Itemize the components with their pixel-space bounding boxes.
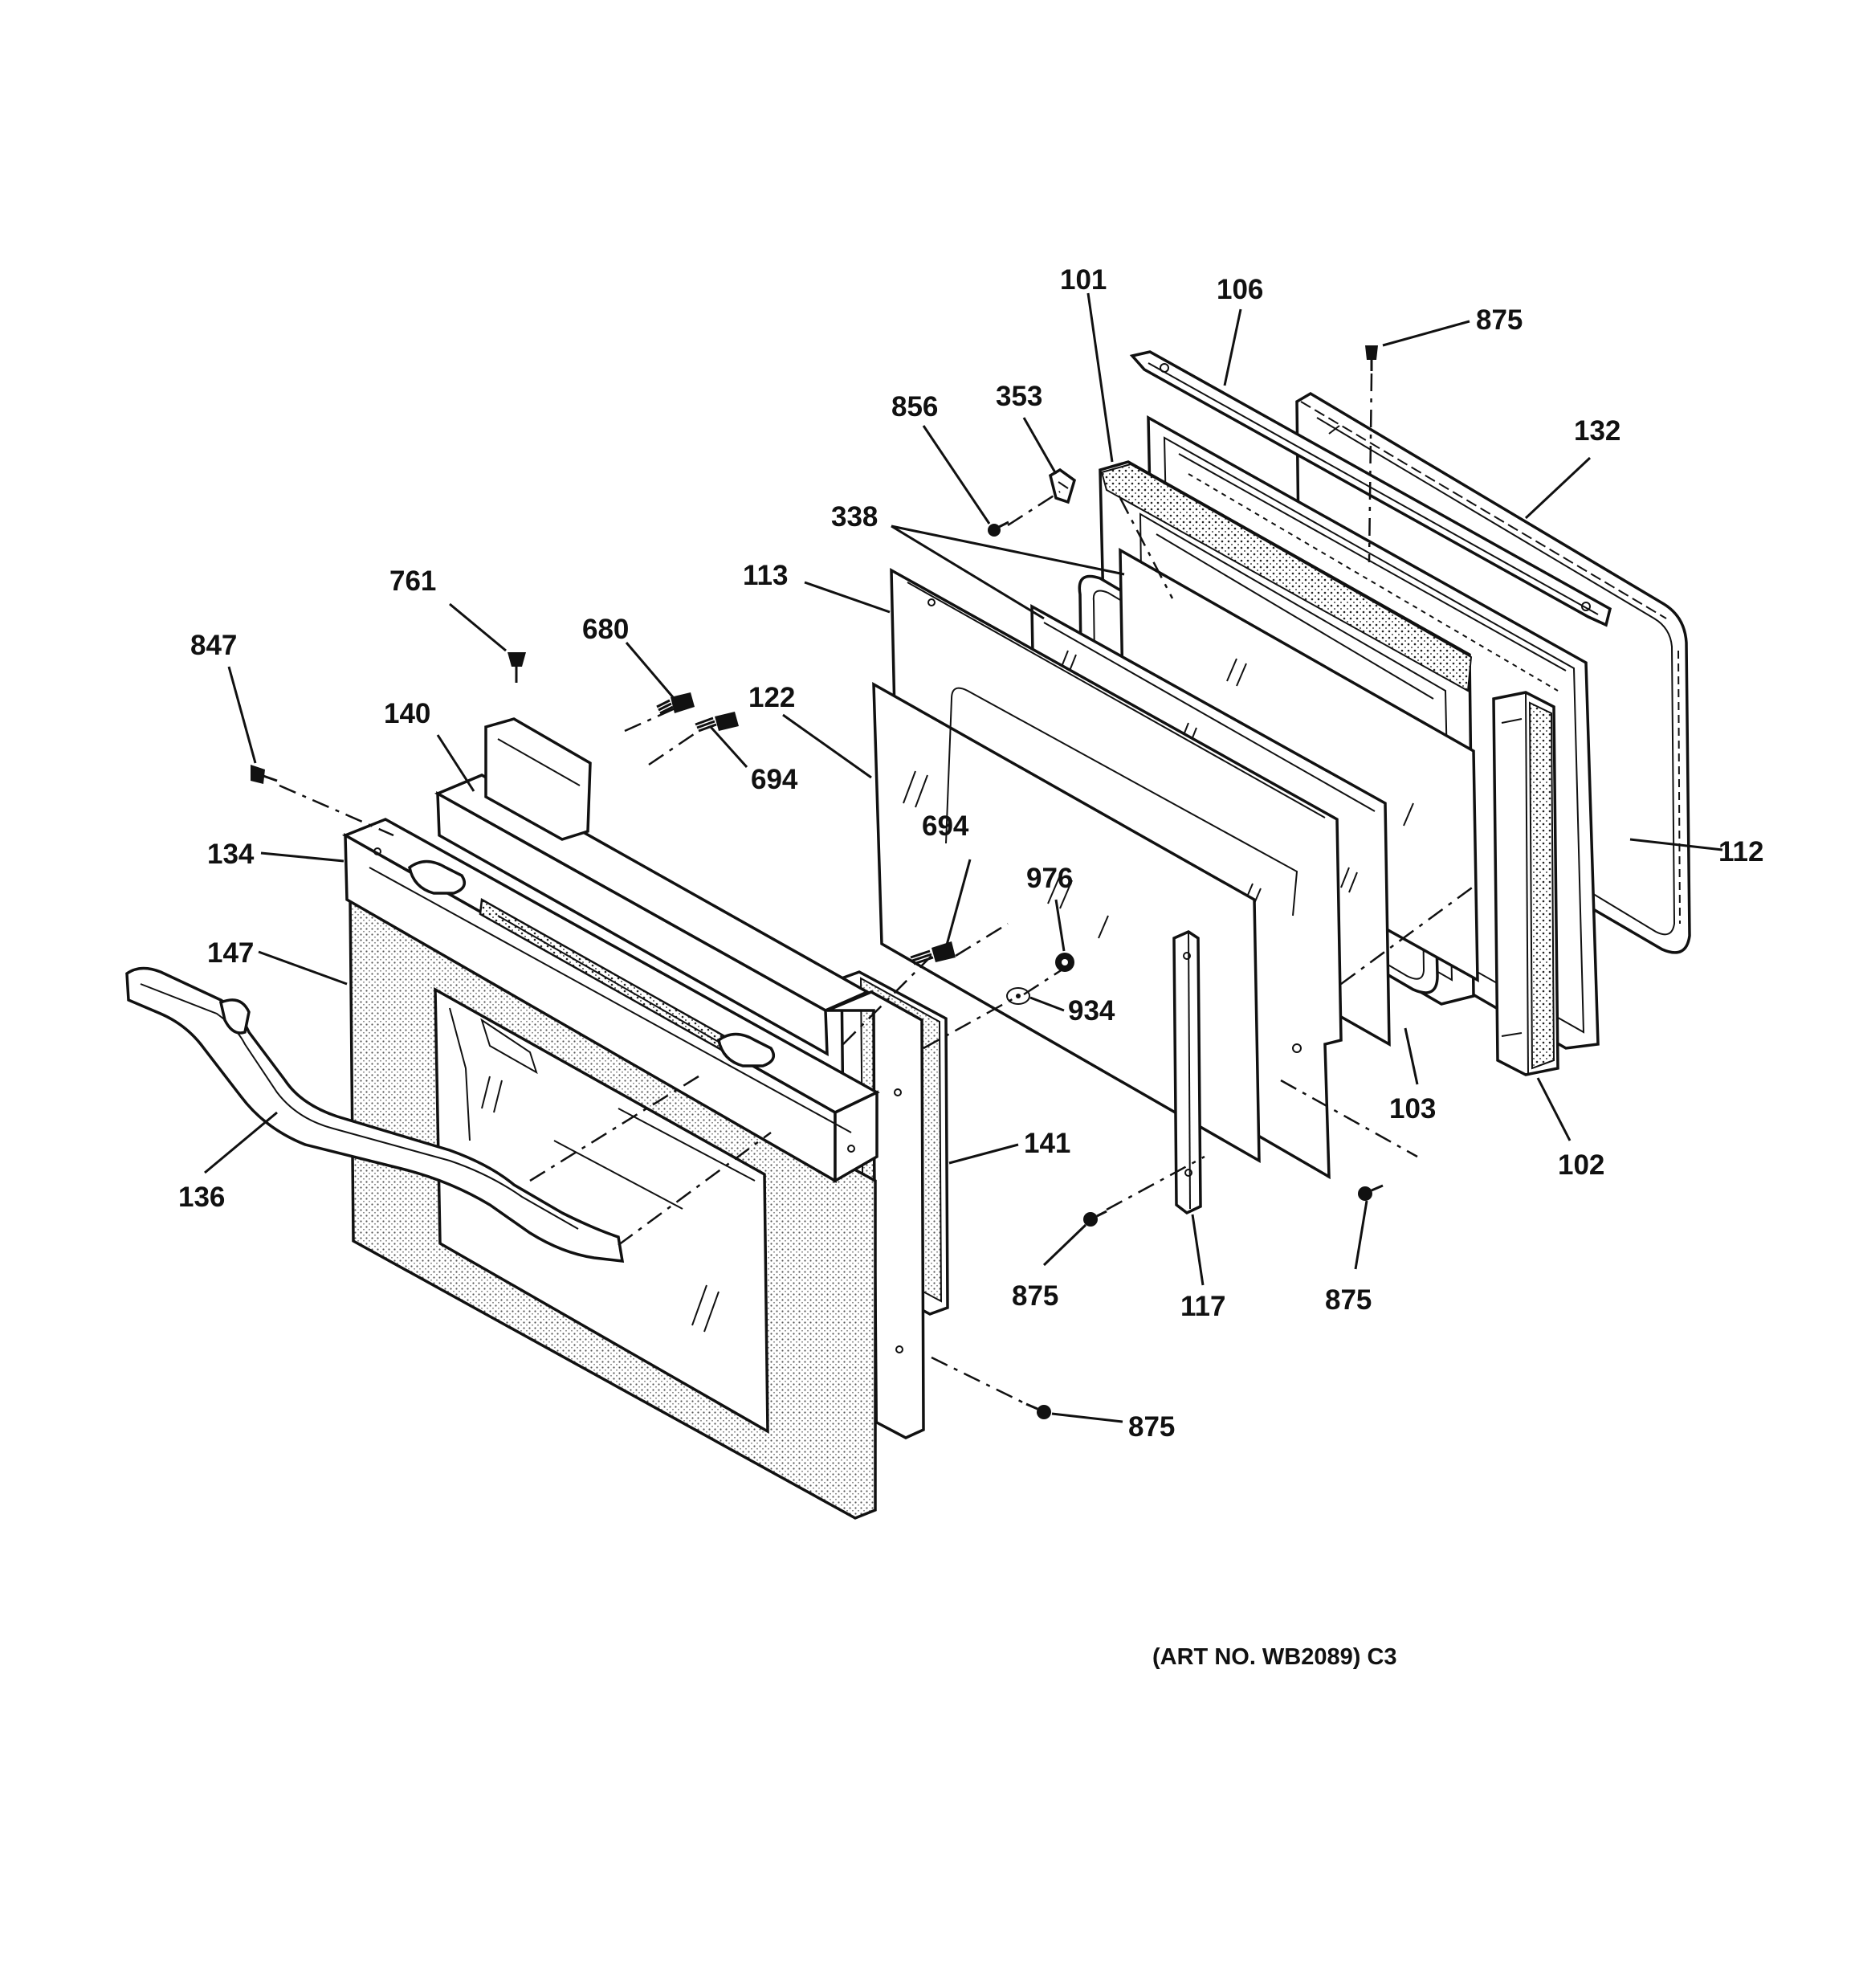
handle-136 (125, 966, 625, 1263)
screw-856 (988, 520, 1009, 537)
callout-761: 761 (389, 565, 436, 597)
vent-trim-134 (341, 818, 880, 1184)
callout-122: 122 (748, 682, 795, 713)
screw-875-left (1083, 1210, 1107, 1227)
callout-141: 141 (1024, 1128, 1070, 1159)
bolt-680 (656, 692, 695, 715)
callout-694-lower: 694 (922, 810, 969, 842)
callout-976: 976 (1026, 863, 1073, 894)
callout-875-bottom: 875 (1128, 1411, 1175, 1443)
screw-847 (251, 765, 278, 784)
callout-680: 680 (582, 614, 629, 645)
callout-117: 117 (1180, 1291, 1225, 1322)
callout-103: 103 (1389, 1093, 1436, 1125)
bracket-117 (1172, 930, 1202, 1215)
callout-112: 112 (1718, 836, 1763, 867)
callout-338: 338 (831, 501, 878, 533)
screw-761 (508, 652, 526, 683)
callout-875-left: 875 (1012, 1280, 1058, 1312)
callout-136: 136 (178, 1182, 225, 1213)
screw-875-right (1358, 1184, 1384, 1201)
callout-101: 101 (1060, 264, 1107, 296)
callout-113: 113 (743, 560, 788, 591)
callout-147: 147 (207, 937, 254, 969)
callout-353: 353 (996, 381, 1042, 412)
callout-856: 856 (891, 391, 938, 423)
callout-875-right: 875 (1325, 1284, 1372, 1316)
front-glass-122 (872, 681, 1298, 1164)
washer-934 (1006, 987, 1030, 1005)
callout-694-upper: 694 (751, 764, 798, 795)
leader-lines (204, 292, 1723, 1423)
assembly-lines (279, 373, 1478, 1406)
nut-976 (1055, 953, 1074, 972)
hinge-clip-353 (1048, 467, 1077, 504)
outer-door-panel-147 (349, 893, 925, 1520)
callout-140: 140 (384, 698, 430, 729)
callout-847: 847 (190, 630, 237, 661)
callout-132: 132 (1574, 415, 1620, 447)
callout-102: 102 (1558, 1149, 1604, 1181)
side-trim-102 (1492, 691, 1559, 1076)
top-channel-106 (1129, 350, 1612, 627)
callout-106: 106 (1217, 274, 1263, 305)
screw-875-top (1365, 345, 1378, 371)
bolt-694-upper (695, 712, 739, 733)
screw-875-bottom (1025, 1402, 1051, 1419)
art-number: (ART NO. WB2089) C3 (1152, 1644, 1397, 1670)
callout-875-top: 875 (1476, 304, 1523, 336)
callout-labels: 101 106 875 856 353 132 338 113 761 680 … (178, 264, 1763, 1670)
top-bracket-140 (434, 717, 870, 1057)
callout-134: 134 (207, 839, 255, 870)
callout-934: 934 (1068, 995, 1115, 1027)
